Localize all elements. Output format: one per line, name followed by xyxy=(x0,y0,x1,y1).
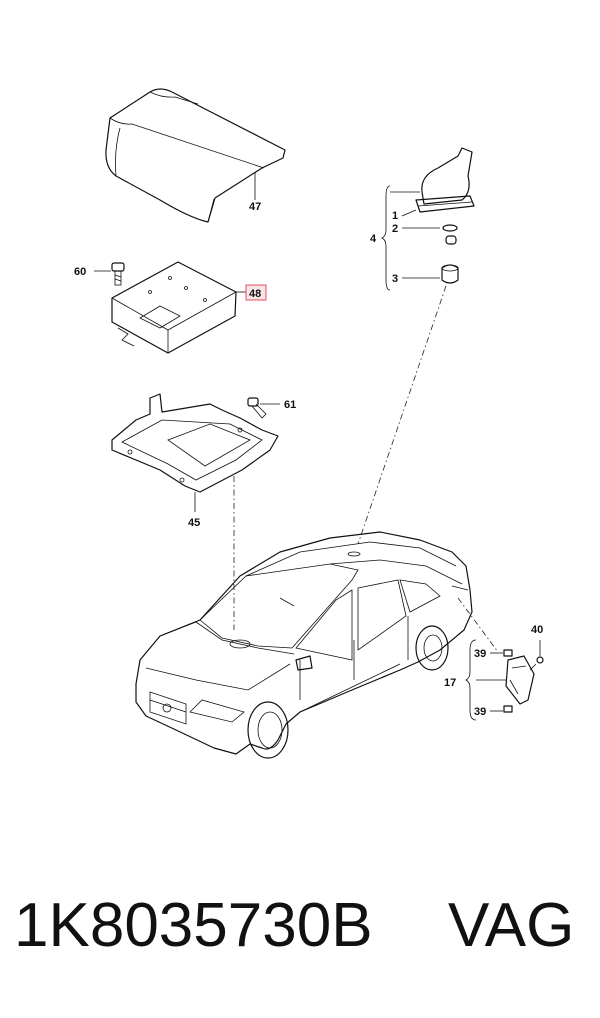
armrest-lid-part xyxy=(105,88,286,223)
label-61: 61 xyxy=(284,399,296,411)
label-1: 1 xyxy=(392,210,398,222)
parts-diagram: 47 48 60 45 61 4 1 2 3 17 39 39 40 xyxy=(74,88,544,759)
label-2: 2 xyxy=(392,223,398,235)
antenna-assembly-part xyxy=(357,147,475,545)
car-illustration xyxy=(135,531,499,759)
label-47: 47 xyxy=(249,201,261,213)
control-unit-part xyxy=(111,261,248,354)
screw-60-part xyxy=(94,262,125,286)
label-40: 40 xyxy=(531,624,543,636)
bracket-part xyxy=(111,393,279,630)
label-48: 48 xyxy=(249,288,261,300)
label-39-bottom: 39 xyxy=(474,706,486,718)
label-39-top: 39 xyxy=(474,648,486,660)
label-3: 3 xyxy=(392,273,398,285)
brand-text: VAG xyxy=(448,891,575,960)
label-60: 60 xyxy=(74,266,86,278)
screw-61-part xyxy=(247,397,280,419)
label-45: 45 xyxy=(188,517,200,529)
label-17: 17 xyxy=(444,677,456,689)
label-4: 4 xyxy=(370,233,377,245)
part-number-text: 1K8035730B xyxy=(14,891,373,960)
sensor-assembly-part xyxy=(465,639,544,721)
highlight-box-48 xyxy=(245,284,267,301)
